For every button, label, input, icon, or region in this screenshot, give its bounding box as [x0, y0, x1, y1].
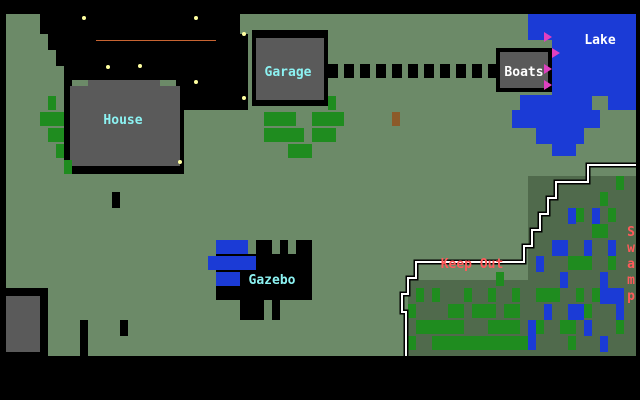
swamp-water [528, 208, 624, 352]
shed [6, 288, 48, 356]
house-building [70, 80, 180, 166]
lake-water [512, 14, 636, 156]
swamp-bushes [408, 176, 624, 350]
bushes [40, 96, 400, 174]
swamp-letter: w [627, 241, 635, 256]
boat-flags [544, 32, 560, 90]
map-left-edge [0, 0, 6, 356]
lake-label: Lake [584, 33, 615, 48]
status-bar [0, 356, 640, 400]
trail [399, 162, 636, 356]
swamp-letter: a [627, 257, 635, 272]
house-label: House [103, 113, 142, 128]
keep-out-sign: Keep Out [441, 257, 504, 272]
garage-building [252, 30, 328, 106]
dock-planks [328, 64, 498, 78]
boat-house [496, 48, 552, 92]
swamp-letter: m [627, 273, 635, 288]
posts [80, 192, 128, 356]
gazebo-label: Gazebo [249, 273, 296, 288]
swamp-letter: S [627, 225, 635, 240]
house-roof-dots [96, 40, 216, 41]
garage-label: Garage [265, 65, 312, 80]
boats-label: Boats [504, 65, 543, 80]
map-top-edge [0, 0, 640, 14]
swamp-label: S w a m p [627, 225, 635, 304]
lake-shore [592, 96, 636, 128]
swamp-letter: p [627, 289, 635, 304]
gazebo [208, 240, 312, 320]
